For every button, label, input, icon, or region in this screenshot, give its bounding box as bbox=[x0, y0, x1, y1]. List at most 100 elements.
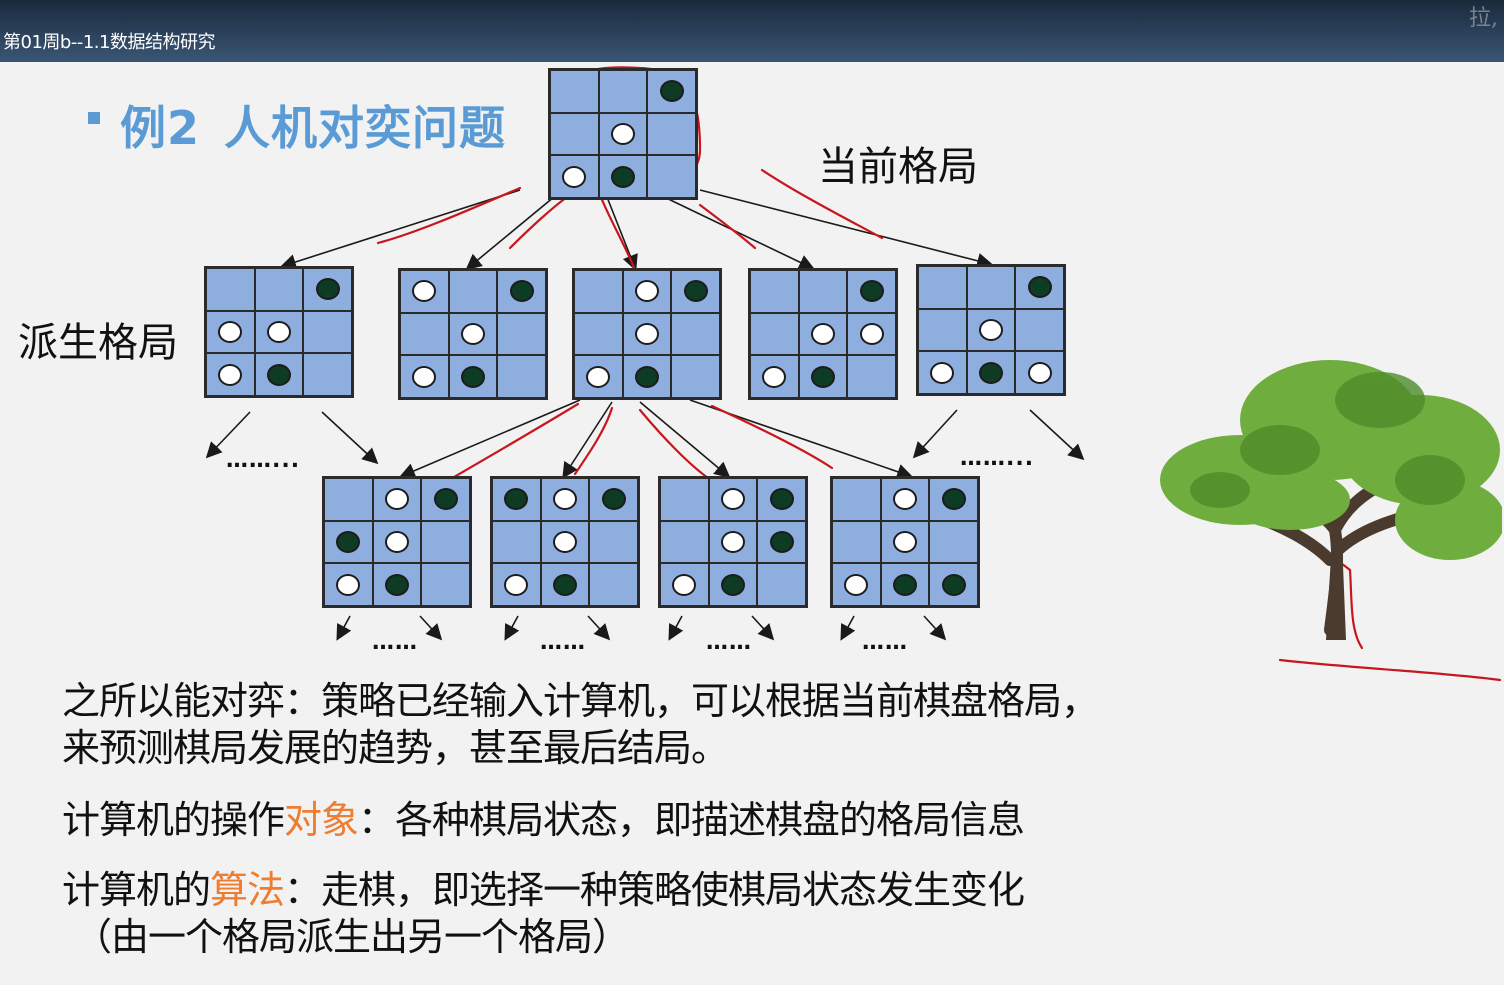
board-cell bbox=[550, 112, 599, 156]
board-cell bbox=[324, 478, 373, 521]
black-stone bbox=[978, 361, 1003, 384]
arrow-line bbox=[419, 615, 443, 641]
watermark-text: 拉, bbox=[1469, 6, 1498, 31]
board-cell bbox=[574, 355, 623, 398]
paragraph-algorithm-prefix: 计算机的 bbox=[62, 868, 211, 912]
board-cell bbox=[671, 355, 720, 398]
board-cell bbox=[492, 520, 541, 564]
board-cell bbox=[550, 70, 599, 113]
white-stone bbox=[892, 530, 917, 553]
board-cell bbox=[497, 312, 546, 356]
board-cell bbox=[303, 310, 352, 354]
arrow-line bbox=[205, 411, 251, 459]
board-cell bbox=[421, 478, 470, 521]
board-cell bbox=[929, 520, 978, 564]
white-stone bbox=[460, 322, 485, 345]
board-cell bbox=[847, 312, 896, 356]
white-stone bbox=[384, 530, 409, 553]
white-stone bbox=[859, 322, 884, 345]
board-cell bbox=[497, 270, 546, 313]
paragraph-algorithm-suffix: ：走棋，即选择一种策略使棋局状态发生变化 bbox=[284, 868, 1025, 912]
board-cell bbox=[647, 112, 696, 156]
black-stone bbox=[810, 365, 835, 388]
arrow-line bbox=[840, 615, 856, 641]
white-stone bbox=[672, 573, 697, 596]
black-stone bbox=[509, 280, 534, 303]
paragraph-reason-line1: 之所以能对弈：策略已经输入计算机，可以根据当前棋盘格局， bbox=[62, 679, 1099, 723]
arrow-line bbox=[639, 401, 731, 479]
board-cell bbox=[832, 520, 881, 564]
paragraph-reason-line2: 来预测棋局发展的趋势，甚至最后结局。 bbox=[62, 726, 729, 770]
board-cell bbox=[918, 308, 967, 352]
board-cell bbox=[798, 270, 848, 313]
paragraph-object: 计算机的操作对象：各种棋局状态，即描述棋盘的格局信息 bbox=[62, 797, 1025, 844]
paragraph-algorithm: 计算机的算法：走棋，即选择一种策略使棋局状态发生变化 （由一个格局派生出另一个格… bbox=[62, 867, 1025, 961]
heading-title: 人机对奕问题 bbox=[224, 101, 507, 155]
black-stone bbox=[769, 488, 794, 511]
black-stone bbox=[315, 278, 340, 301]
board-cell bbox=[598, 155, 648, 198]
white-stone bbox=[266, 320, 291, 343]
board-cell bbox=[622, 270, 672, 313]
board-derived-2 bbox=[398, 268, 548, 400]
ellipsis: …… bbox=[862, 630, 908, 655]
white-stone bbox=[218, 320, 243, 343]
white-stone bbox=[610, 122, 635, 145]
black-stone bbox=[504, 488, 529, 511]
board-cell bbox=[400, 270, 449, 313]
white-stone bbox=[720, 488, 745, 511]
board-next-2 bbox=[490, 476, 640, 608]
white-stone bbox=[720, 530, 745, 553]
white-stone bbox=[412, 280, 437, 303]
board-cell bbox=[622, 355, 672, 398]
board-cell bbox=[798, 312, 848, 356]
board-cell bbox=[589, 478, 638, 521]
black-stone bbox=[460, 365, 485, 388]
black-stone bbox=[384, 573, 409, 596]
board-cell bbox=[550, 155, 599, 198]
bullet-marker bbox=[88, 112, 100, 124]
paragraph-object-suffix: ：各种棋局状态，即描述棋盘的格局信息 bbox=[358, 798, 1025, 842]
black-stone bbox=[336, 530, 361, 553]
arrow-line bbox=[336, 615, 352, 641]
board-cell bbox=[598, 112, 648, 156]
board-cell bbox=[497, 355, 546, 398]
board-cell bbox=[929, 563, 978, 606]
white-stone bbox=[552, 488, 577, 511]
board-cell bbox=[254, 353, 304, 396]
board-cell bbox=[757, 563, 806, 606]
board-cell bbox=[647, 70, 696, 113]
board-cell bbox=[254, 268, 304, 311]
arrow-line bbox=[923, 615, 947, 641]
highlight-object: 对象 bbox=[284, 798, 359, 842]
board-derived-3 bbox=[572, 268, 722, 400]
white-stone bbox=[336, 573, 361, 596]
white-stone bbox=[810, 322, 835, 345]
board-cell bbox=[372, 520, 422, 564]
black-stone bbox=[610, 165, 635, 188]
white-stone bbox=[504, 573, 529, 596]
board-cell bbox=[1015, 351, 1064, 394]
black-stone bbox=[859, 280, 884, 303]
board-cell bbox=[660, 520, 709, 564]
board-cell bbox=[918, 351, 967, 394]
white-stone bbox=[634, 280, 659, 303]
white-stone bbox=[844, 573, 869, 596]
board-cell bbox=[324, 520, 373, 564]
board-next-1 bbox=[322, 476, 472, 608]
white-stone bbox=[218, 363, 243, 386]
board-cell bbox=[750, 355, 799, 398]
board-cell bbox=[622, 312, 672, 356]
board-cell bbox=[1015, 266, 1064, 309]
board-cell bbox=[589, 520, 638, 564]
arrow-line bbox=[699, 189, 994, 269]
black-stone bbox=[892, 573, 917, 596]
board-cell bbox=[708, 520, 758, 564]
video-title: 第01周b--1.1数据结构研究 bbox=[3, 32, 215, 53]
white-stone bbox=[412, 365, 437, 388]
white-stone bbox=[892, 488, 917, 511]
arrow-line bbox=[399, 399, 581, 479]
black-stone bbox=[601, 488, 626, 511]
ellipsis: …… bbox=[372, 630, 418, 655]
board-derived-5 bbox=[916, 264, 1066, 396]
